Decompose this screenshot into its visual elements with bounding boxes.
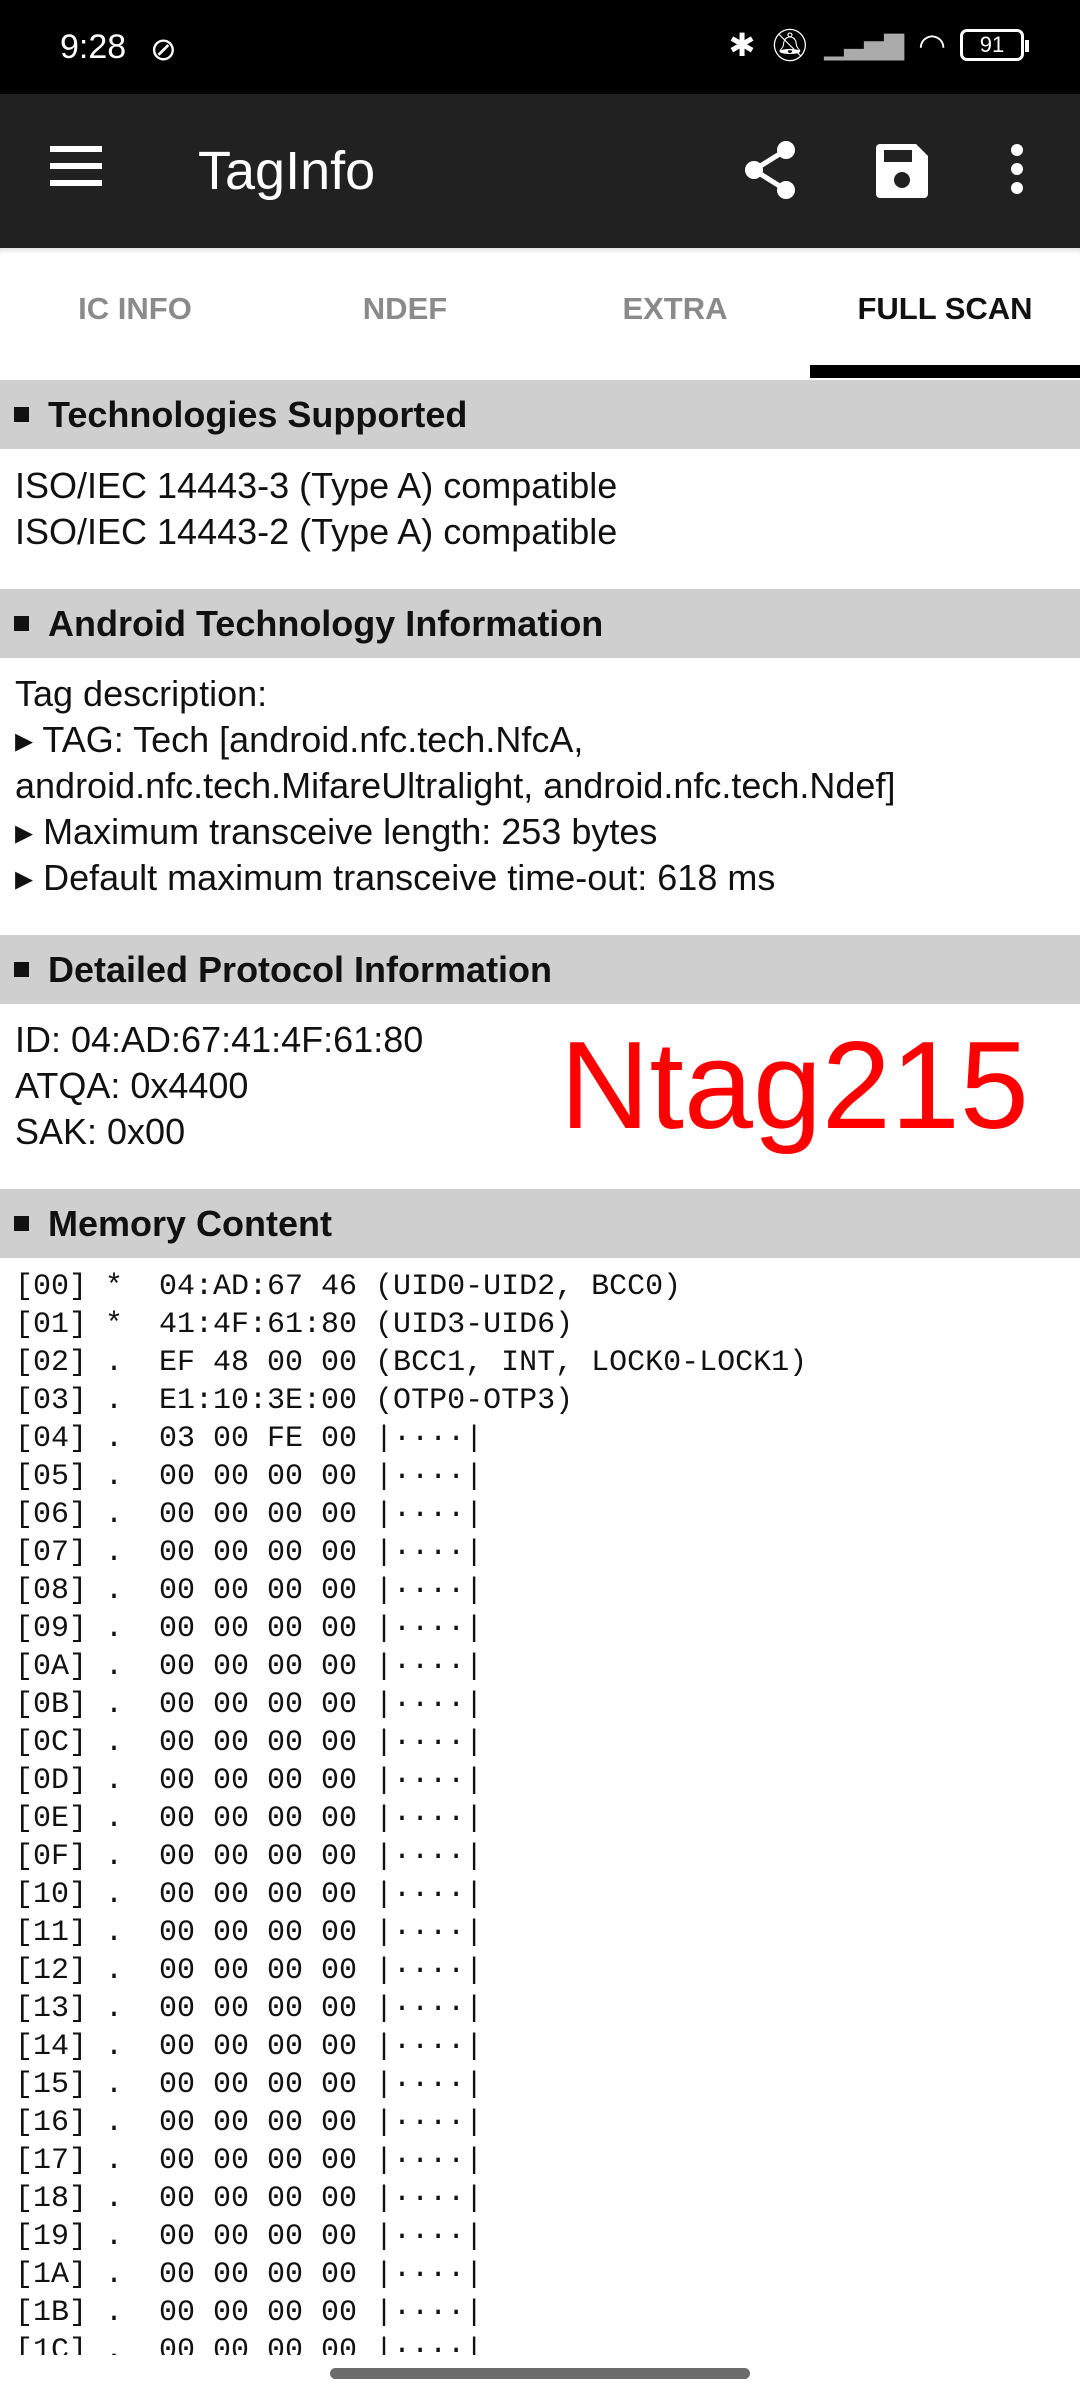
share-icon[interactable] [742, 140, 798, 200]
memory-dump[interactable]: [00] * 04:AD:67 46 (UID0-UID2, BCC0) [01]… [15, 1268, 1075, 2355]
memory-row: [03] . E1:10:3E:00 (OTP0-OTP3) [15, 1384, 574, 1418]
memory-row: [11] . 00 00 00 00 |····| [15, 1916, 484, 1950]
memory-row: [0A] . 00 00 00 00 |····| [15, 1650, 484, 1684]
android-line: ▸ Maximum transceive length: 253 bytes [15, 811, 658, 852]
tech-line: ISO/IEC 14443-2 (Type A) compatible [15, 511, 618, 552]
memory-row: [02] . EF 48 00 00 (BCC1, INT, LOCK0-LOC… [15, 1346, 808, 1380]
memory-row: [18] . 00 00 00 00 |····| [15, 2182, 484, 2216]
tech-line: ISO/IEC 14443-3 (Type A) compatible [15, 465, 618, 506]
memory-row: [1A] . 00 00 00 00 |····| [15, 2258, 484, 2292]
section-header-protocol: Detailed Protocol Information [0, 935, 1080, 1004]
android-line: Tag description: [15, 673, 268, 714]
memory-row: [12] . 00 00 00 00 |····| [15, 1954, 484, 1988]
app-bar: TagInfo [0, 94, 1080, 248]
bluetooth-icon: ✱ [728, 27, 756, 63]
memory-row: [13] . 00 00 00 00 |····| [15, 1992, 484, 2026]
vpn-icon: ⊘ [150, 31, 177, 67]
clock: 9:28 [60, 28, 127, 66]
memory-row: [01] * 41:4F:61:80 (UID3-UID6) [15, 1308, 574, 1342]
android-line: ▸ TAG: Tech [android.nfc.tech.NfcA, [15, 719, 584, 760]
memory-row: [17] . 00 00 00 00 |····| [15, 2144, 484, 2178]
memory-row: [19] . 00 00 00 00 |····| [15, 2220, 484, 2254]
memory-row: [1B] . 00 00 00 00 |····| [15, 2296, 484, 2330]
memory-row: [07] . 00 00 00 00 |····| [15, 1536, 484, 1570]
memory-row: [06] . 00 00 00 00 |····| [15, 1498, 484, 1532]
tab-extra[interactable]: EXTRA [622, 291, 728, 326]
wifi-icon: ◠ [918, 27, 946, 63]
memory-row: [00] * 04:AD:67 46 (UID0-UID2, BCC0) [15, 1270, 682, 1304]
technologies-list: ISO/IEC 14443-3 (Type A) compatible ISO/… [15, 463, 617, 555]
menu-icon[interactable] [50, 146, 102, 186]
memory-row: [14] . 00 00 00 00 |····| [15, 2030, 484, 2064]
tab-ndef[interactable]: NDEF [362, 291, 448, 326]
memory-row: [04] . 03 00 FE 00 |····| [15, 1422, 484, 1456]
memory-row: [0C] . 00 00 00 00 |····| [15, 1726, 484, 1760]
tag-id: ID: 04:AD:67:41:4F:61:80 [15, 1019, 424, 1060]
memory-row: [0E] . 00 00 00 00 |····| [15, 1802, 484, 1836]
app-title: TagInfo [198, 141, 376, 201]
memory-row: [08] . 00 00 00 00 |····| [15, 1574, 484, 1608]
gesture-nav-handle[interactable] [330, 2368, 750, 2379]
memory-row: [1C] . 00 00 00 00 |····| [15, 2334, 484, 2355]
tab-ic-info[interactable]: IC INFO [78, 291, 192, 326]
memory-row: [15] . 00 00 00 00 |····| [15, 2068, 484, 2102]
section-header-technologies: Technologies Supported [0, 380, 1080, 449]
ntag-annotation: Ntag215 [560, 1017, 1029, 1155]
protocol-info: ID: 04:AD:67:41:4F:61:80 ATQA: 0x4400 SA… [15, 1017, 423, 1155]
more-options-icon[interactable] [1010, 144, 1024, 194]
android-line: android.nfc.tech.MifareUltralight, andro… [15, 765, 896, 806]
save-icon[interactable] [876, 144, 928, 198]
memory-row: [05] . 00 00 00 00 |····| [15, 1460, 484, 1494]
memory-row: [16] . 00 00 00 00 |····| [15, 2106, 484, 2140]
section-header-memory: Memory Content [0, 1189, 1080, 1258]
memory-row: [0B] . 00 00 00 00 |····| [15, 1688, 484, 1722]
section-header-android: Android Technology Information [0, 589, 1080, 658]
android-line: ▸ Default maximum transceive time-out: 6… [15, 857, 776, 898]
status-bar: 9:28 ⊘ ✱ 🔕︎ ▁▃▅▇ ◠ 91 [0, 0, 1080, 94]
battery-icon: 91 [960, 29, 1029, 61]
tab-full-scan[interactable]: FULL SCAN [810, 248, 1080, 378]
memory-row: [09] . 00 00 00 00 |····| [15, 1612, 484, 1646]
tab-bar: IC INFO NDEF EXTRA FULL SCAN [0, 248, 1080, 378]
mute-bell-icon: 🔕︎ [769, 27, 811, 63]
sak: SAK: 0x00 [15, 1111, 186, 1152]
memory-row: [10] . 00 00 00 00 |····| [15, 1878, 484, 1912]
memory-row: [0F] . 00 00 00 00 |····| [15, 1840, 484, 1874]
memory-row: [0D] . 00 00 00 00 |····| [15, 1764, 484, 1798]
android-info: Tag description: ▸ TAG: Tech [android.nf… [15, 671, 895, 901]
signal-icon: ▁▃▅▇ [824, 29, 905, 60]
atqa: ATQA: 0x4400 [15, 1065, 249, 1106]
